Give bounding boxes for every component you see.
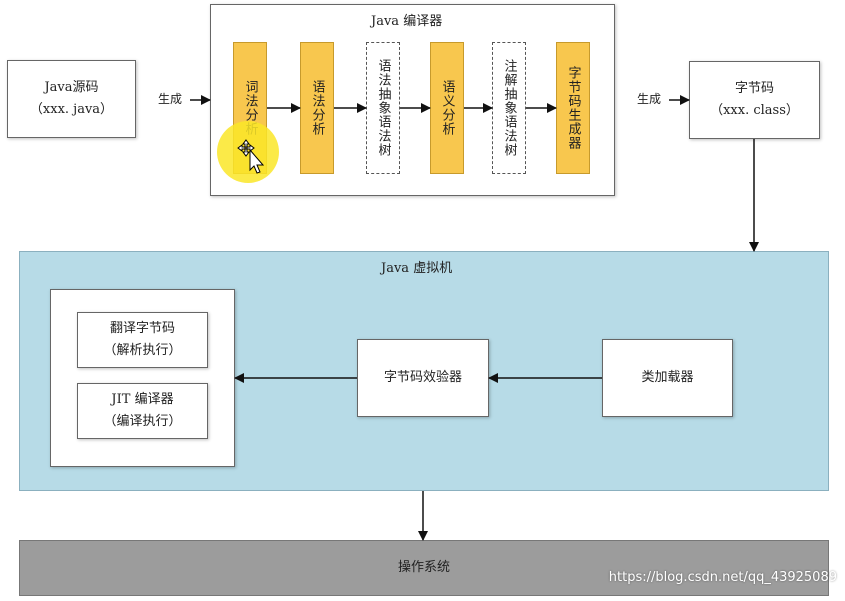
java-source-label: Java源码: [44, 80, 99, 95]
stage-semantic-analysis-label: 语义分析: [439, 80, 455, 136]
java-compiler-box: [210, 4, 615, 196]
stage-syntax-tree: 语法抽象语法树: [366, 42, 400, 174]
bytecode-label: 字节码: [734, 81, 774, 96]
stage-syntax-analysis: 语法分析: [300, 42, 334, 174]
class-loader-label: 类加载器: [641, 370, 694, 385]
stage-bytecode-generator: 字节码生成器: [556, 42, 590, 174]
java-compiler-title: Java 编译器: [371, 14, 443, 29]
bytecode-verifier-box: 字节码效验器: [357, 339, 489, 417]
java-source-filename: （xxx. java）: [29, 102, 114, 117]
jit-compiler-box: JIT 编译器 （编译执行）: [77, 383, 208, 439]
move-cursor-icon: [237, 139, 265, 174]
jit-compiler-label: JIT 编译器: [111, 392, 174, 407]
jit-compiler-mode: （编译执行）: [103, 414, 182, 429]
interpreter-box: 翻译字节码 （解析执行）: [77, 312, 208, 368]
stage-syntax-analysis-label: 语法分析: [309, 80, 325, 136]
stage-syntax-tree-label: 语法抽象语法树: [375, 59, 391, 157]
bytecode-box: 字节码 （xxx. class）: [689, 61, 820, 139]
generate-label-right: 生成: [637, 92, 662, 106]
java-source-box: Java源码 （xxx. java）: [7, 60, 136, 138]
stage-annotated-syntax-tree: 注解抽象语法树: [492, 42, 526, 174]
bytecode-verifier-label: 字节码效验器: [383, 370, 462, 385]
interpreter-label: 翻译字节码: [109, 321, 175, 336]
stage-semantic-analysis: 语义分析: [430, 42, 464, 174]
bytecode-filename: （xxx. class）: [710, 103, 799, 118]
java-vm-title: Java 虚拟机: [381, 261, 453, 276]
watermark-url: https://blog.csdn.net/qq_43925089: [608, 570, 837, 585]
stage-annotated-syntax-tree-label: 注解抽象语法树: [501, 59, 517, 157]
operating-system-label: 操作系统: [397, 560, 450, 575]
generate-label-left: 生成: [158, 92, 183, 106]
operating-system-box: 操作系统: [19, 540, 829, 596]
stage-bytecode-generator-label: 字节码生成器: [565, 66, 581, 150]
class-loader-box: 类加载器: [602, 339, 733, 417]
interpreter-mode: （解析执行）: [103, 343, 182, 358]
